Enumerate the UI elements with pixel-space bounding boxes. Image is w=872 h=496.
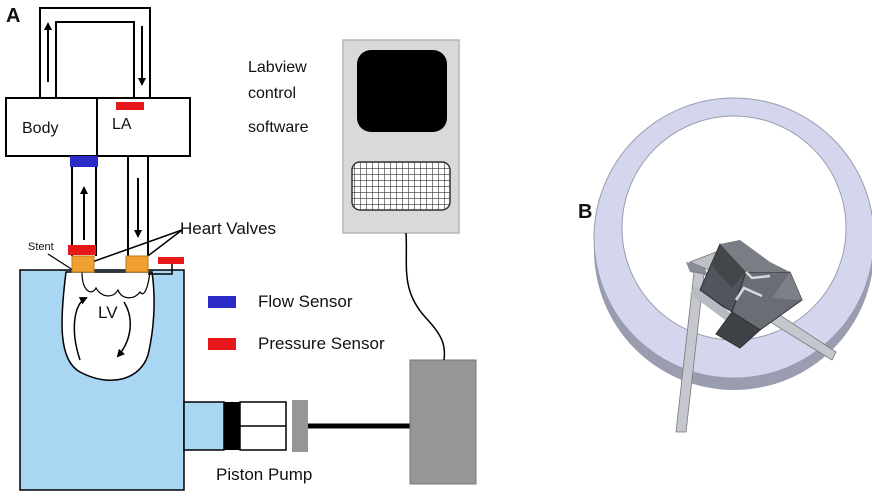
legend-pressure-swatch: [208, 338, 236, 350]
stent-valve-3d: [593, 97, 872, 433]
la-label: LA: [112, 116, 132, 133]
top-loop-tubing: [39, 7, 151, 100]
legend-pressure-label: Pressure Sensor: [258, 334, 385, 353]
lv-pressure-sensor: [158, 257, 184, 264]
aortic-pressure-sensor: [68, 245, 96, 255]
piston-pump: [183, 400, 412, 452]
heart-valves-label: Heart Valves: [180, 219, 276, 238]
software-label-line3: software: [248, 119, 309, 136]
lv-flow-arrow-2: [116, 301, 131, 358]
lv-flow-arrow-1: [73, 297, 88, 361]
body-label: Body: [22, 120, 58, 137]
ring-face: [593, 97, 872, 379]
lower-tubing: [71, 156, 149, 256]
lv-label: LV: [98, 303, 118, 322]
piston-chamber: [183, 401, 225, 451]
piston-pump-label: Piston Pump: [216, 465, 312, 484]
linear-motor: [409, 359, 477, 485]
control-cable: [405, 232, 446, 361]
heart-valves-leader-1: [91, 229, 183, 263]
aortic-valve: [71, 255, 95, 273]
panel-b-label: B: [578, 201, 592, 223]
stent-label: Stent: [28, 241, 54, 253]
la-pressure-sensor: [116, 102, 144, 110]
lv-pressure-tap: [148, 262, 173, 275]
piston-head: [224, 402, 240, 450]
body-flow-sensor: [70, 156, 98, 167]
computer-keypad: [351, 161, 451, 211]
mitral-valve: [125, 255, 149, 273]
ventricle-inner-contour: [81, 271, 151, 299]
stent-leader: [47, 253, 77, 273]
legend-flow-swatch: [208, 296, 236, 308]
left-ventricle-sac: [61, 271, 155, 381]
legend-flow-label: Flow Sensor: [258, 292, 353, 311]
computer-screen: [357, 50, 447, 132]
piston-coupler: [292, 400, 308, 452]
panel-a-label: A: [6, 5, 20, 27]
software-label-line2: control: [248, 85, 296, 102]
software-label-line1: Labview: [248, 59, 307, 76]
